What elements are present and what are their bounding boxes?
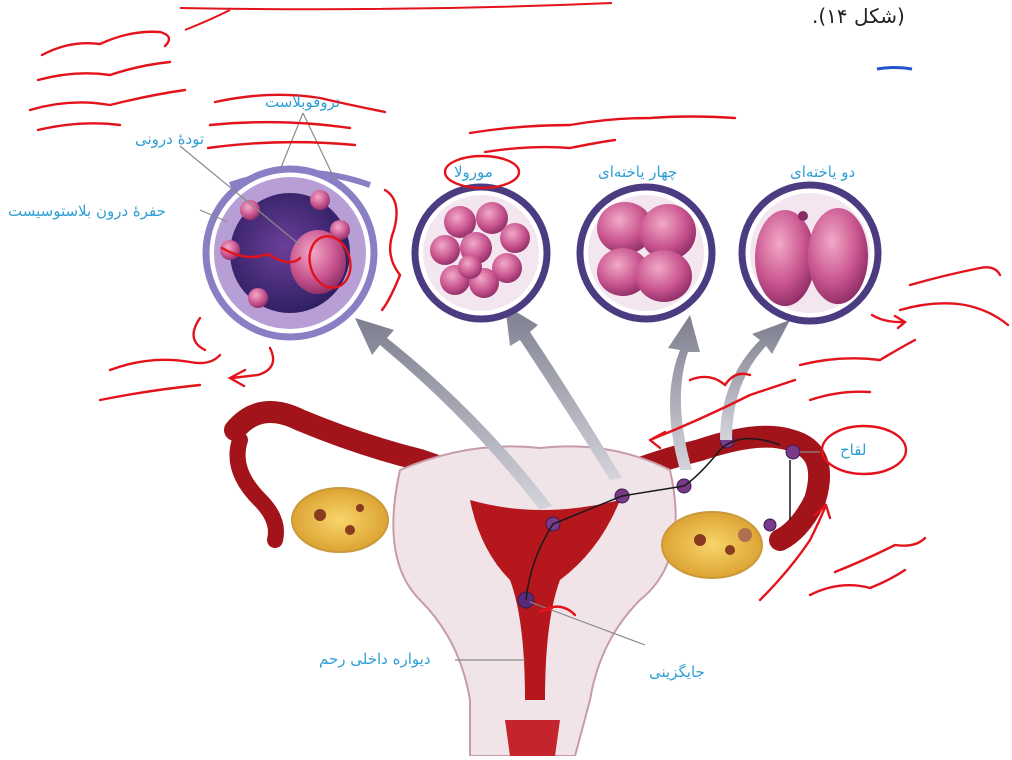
label-trophoblast: تروفوبلاست (265, 93, 340, 111)
label-inner-mass: تودهٔ درونی (135, 130, 204, 148)
morula-stage (415, 187, 547, 319)
handwriting-top-stroke (180, 3, 612, 30)
label-fertilization: لقاح (840, 441, 866, 459)
label-morula: مورولا (454, 163, 493, 181)
uterus-illustration (235, 412, 819, 756)
label-two-cell: دو یاخته‌ای (790, 163, 855, 181)
two-cell-stage (742, 185, 878, 321)
blue-dash-mark (877, 68, 912, 70)
four-cell-stage (580, 187, 712, 319)
figure-caption: (شکل ۱۴). (812, 4, 905, 28)
label-four-cell: چهار یاخته‌ای (598, 163, 677, 181)
label-implantation: جایگزینی (649, 663, 705, 681)
label-uterine-wall: دیواره داخلی رحم (319, 650, 431, 668)
label-blastocyst-cavity: حفرهٔ درون بلاستوسیست (8, 202, 166, 220)
